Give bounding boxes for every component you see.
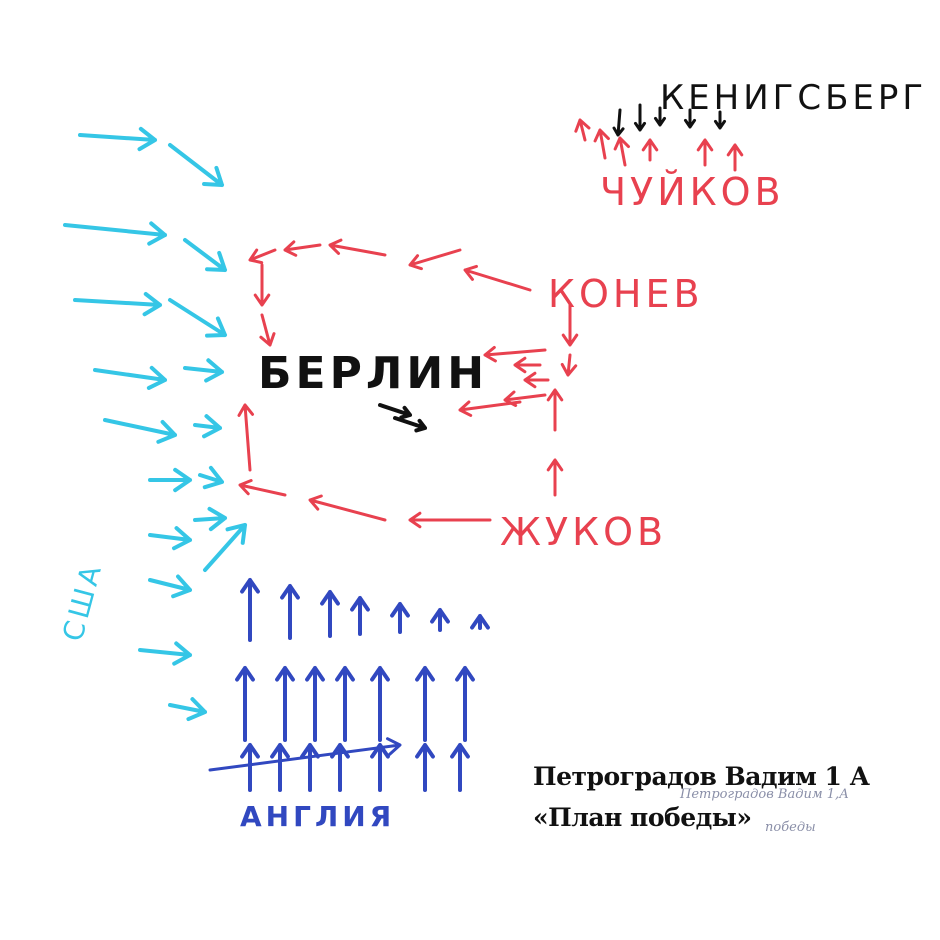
city-arrow — [653, 106, 667, 127]
england-arrow — [350, 596, 370, 636]
soviet-arrow — [641, 138, 659, 162]
england-arrow — [370, 666, 390, 742]
soviet-arrow — [253, 263, 271, 307]
england-arrow — [470, 614, 490, 630]
usa-arrow — [63, 221, 167, 246]
soviet-arrow — [408, 248, 462, 271]
pencil-note-line1: Петроградов Вадим 1,А — [680, 787, 849, 802]
city-arrow — [378, 403, 412, 420]
soviet-arrow — [561, 303, 579, 347]
usa-arrow — [183, 238, 227, 272]
label-chuikov: ЧУЙКОВ — [600, 170, 785, 214]
city-arrow — [713, 110, 727, 130]
soviet-arrow — [463, 264, 532, 292]
usa-arrow — [193, 414, 222, 439]
soviet-arrow — [237, 403, 255, 472]
soviet-arrow — [308, 494, 387, 522]
england-arrow — [275, 666, 295, 742]
usa-arrow — [168, 143, 224, 187]
usa-arrow — [78, 126, 157, 152]
usa-arrow — [148, 467, 192, 493]
usa-arrow — [148, 574, 192, 599]
pencil-note-line2: победы — [765, 820, 816, 835]
soviet-arrow — [696, 138, 714, 167]
soviet-arrow — [408, 511, 492, 529]
england-arrow — [270, 743, 290, 792]
soviet-arrow — [328, 238, 387, 257]
england-arrow — [430, 608, 450, 632]
usa-arrow — [148, 526, 192, 551]
soviet-arrow — [546, 388, 564, 432]
usa-arrow — [93, 365, 167, 390]
soviet-arrow — [574, 118, 591, 142]
soviet-arrow — [726, 143, 744, 172]
england-arrow — [305, 666, 325, 742]
usa-arrow — [168, 298, 227, 338]
usa-arrow — [183, 358, 224, 383]
caption-author: Петроградов Вадим 1 А — [533, 762, 870, 791]
soviet-arrow — [283, 240, 322, 257]
label-england: АНГЛИЯ — [240, 800, 396, 833]
england-arrow — [240, 743, 260, 792]
soviet-arrow — [238, 479, 287, 497]
usa-arrow — [103, 418, 177, 444]
label-konigsberg: КЕНИГСБЕРГ — [660, 78, 928, 118]
england-arrow — [320, 590, 340, 638]
england-arrow — [455, 666, 475, 742]
soviet-arrow — [593, 128, 610, 160]
england-stroke — [208, 737, 402, 772]
soviet-arrow — [513, 356, 542, 374]
label-berlin: БЕРЛИН — [258, 348, 489, 399]
soviet-arrow — [259, 313, 276, 347]
england-arrow — [300, 743, 320, 792]
england-arrow — [240, 578, 260, 642]
usa-arrow — [198, 465, 224, 490]
england-arrow — [335, 666, 355, 742]
england-arrow — [450, 743, 470, 792]
usa-arrow — [73, 291, 162, 317]
usa-arrow — [193, 506, 227, 532]
city-arrow — [633, 103, 647, 132]
soviet-arrow — [248, 248, 277, 265]
england-arrow — [415, 666, 435, 742]
city-arrow — [612, 108, 625, 137]
england-arrow — [370, 743, 390, 792]
soviet-arrow — [613, 136, 630, 167]
usa-arrow — [168, 697, 207, 722]
england-arrow — [235, 666, 255, 742]
soviet-arrow — [546, 458, 564, 497]
city-arrow — [683, 108, 697, 129]
england-arrow — [390, 602, 410, 634]
label-konev: КОНЕВ — [548, 272, 704, 316]
usa-arrow — [138, 641, 192, 666]
england-arrow — [280, 584, 300, 640]
caption-title: «План победы» — [533, 803, 752, 832]
soviet-arrow — [503, 390, 547, 407]
soviet-arrow — [560, 353, 578, 377]
soviet-arrow — [523, 371, 550, 389]
usa-arrow — [203, 523, 247, 572]
soviet-arrow — [483, 345, 547, 363]
label-zhukov: ЖУКОВ — [500, 510, 668, 554]
england-arrow — [415, 743, 435, 792]
city-arrow — [393, 416, 427, 433]
